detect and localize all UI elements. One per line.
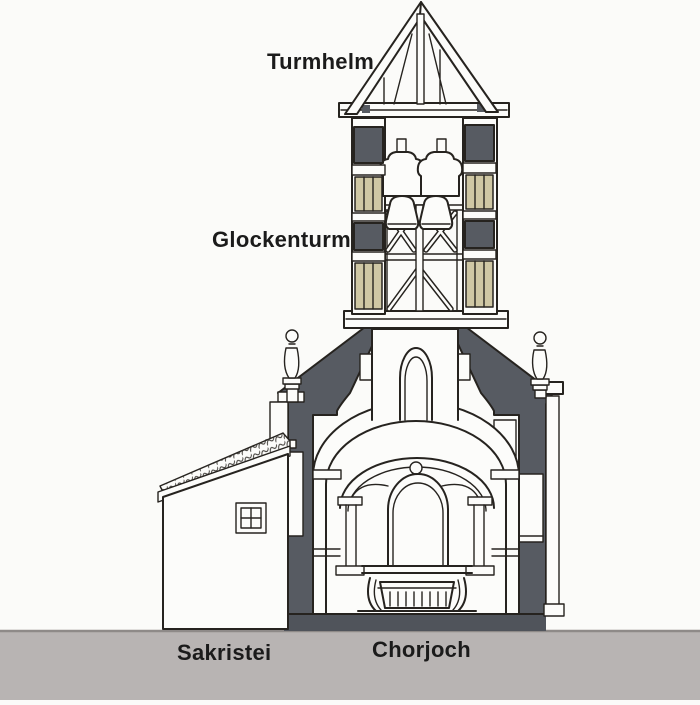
springing-cornice-right <box>490 469 520 480</box>
bell-tower-wall-details <box>351 124 497 310</box>
finial-left <box>282 329 302 403</box>
bell-tower <box>338 102 510 329</box>
springing-cornice-left <box>312 469 342 480</box>
apse-arch <box>339 457 495 509</box>
spire-king-post <box>416 13 425 105</box>
label-turmhelm: Turmhelm <box>267 49 375 74</box>
spire-struts <box>383 33 447 105</box>
choir-interior <box>312 401 520 615</box>
bells <box>378 138 464 230</box>
bell-crown-left <box>378 151 426 197</box>
right-plinth <box>543 603 565 617</box>
label-chorjoch: Chorjoch <box>372 637 471 662</box>
sacristy-wall <box>162 453 289 630</box>
arcade-right <box>441 483 495 576</box>
spire-rafter-right <box>419 1 499 113</box>
choir-ledges <box>312 548 520 557</box>
tower-base <box>359 328 471 421</box>
apse-niche <box>387 473 449 567</box>
bell-crown-right <box>416 151 464 197</box>
tower-door-arch <box>399 347 433 421</box>
label-glockenturm: Glockenturm <box>212 227 351 252</box>
sacristy <box>157 432 291 630</box>
spire <box>344 1 499 115</box>
sacristy-window <box>235 502 267 534</box>
label-sakristei: Sakristei <box>177 640 272 665</box>
finial-right <box>530 331 550 399</box>
arch-boss <box>409 461 423 475</box>
altar-steps <box>351 610 483 615</box>
arcade-left <box>335 483 389 576</box>
ground-band <box>0 629 700 700</box>
right-wall-window <box>516 473 544 543</box>
choir-floor-slab <box>284 614 546 631</box>
altar <box>351 565 483 615</box>
